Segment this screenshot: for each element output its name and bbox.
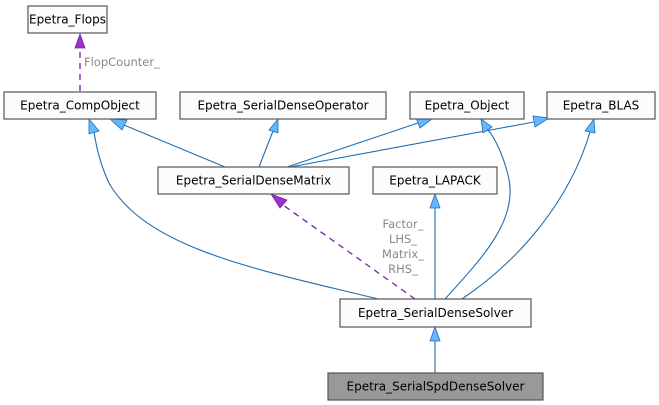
node-epetra-serialdensematrix[interactable]: Epetra_SerialDenseMatrix — [157, 166, 350, 195]
arrow-head-compobject-1 — [108, 118, 128, 131]
edge-sdm-sdo — [258, 130, 274, 168]
node-epetra-serialdensesolver[interactable]: Epetra_SerialDenseSolver — [339, 298, 532, 328]
arrow-head-lapack — [429, 192, 441, 209]
node-label: Epetra_SerialDenseMatrix — [176, 174, 331, 188]
edge-sdm-object — [286, 122, 419, 168]
node-epetra-blas[interactable]: Epetra_BLAS — [546, 91, 656, 120]
node-label: Epetra_Flops — [29, 13, 106, 27]
arrow-head-blas-2 — [584, 117, 596, 134]
node-label: Epetra_BLAS — [563, 99, 640, 113]
edge-label-rhs: RHS_ — [388, 262, 418, 276]
node-epetra-serialspddensesolver: Epetra_SerialSpdDenseSolver — [327, 372, 544, 401]
edge-label-factor: Factor_ — [383, 217, 424, 231]
edge-sdm-compobject — [123, 124, 226, 168]
arrow-head-sdo — [268, 117, 279, 134]
arrow-head-object-2 — [480, 118, 493, 134]
node-epetra-compobject[interactable]: Epetra_CompObject — [3, 91, 157, 120]
node-epetra-flops[interactable]: Epetra_Flops — [27, 5, 108, 34]
arrow-head-compobject-2 — [88, 117, 100, 135]
node-epetra-lapack[interactable]: Epetra_LAPACK — [372, 166, 498, 195]
edge-label-lhs: LHS_ — [389, 232, 417, 246]
edge-sds-sdm — [282, 204, 416, 300]
edge-sdm-blas — [289, 121, 535, 168]
node-label: Epetra_CompObject — [20, 99, 140, 113]
node-label: Epetra_SerialDenseOperator — [197, 99, 368, 113]
arrow-head-sdm — [270, 193, 288, 209]
node-label: Epetra_SerialDenseSolver — [358, 306, 513, 320]
node-label: Epetra_Object — [425, 99, 510, 113]
arrow-head-blas-1 — [532, 115, 551, 128]
edge-sds-object — [444, 129, 511, 300]
node-epetra-object[interactable]: Epetra_Object — [409, 91, 525, 120]
edge-sds-compobject — [93, 131, 379, 300]
edge-label-flopcounter: FlopCounter_ — [84, 55, 160, 69]
node-label: Epetra_SerialSpdDenseSolver — [347, 380, 525, 394]
arrow-head-flops — [74, 32, 86, 49]
node-epetra-serialdenseoperator[interactable]: Epetra_SerialDenseOperator — [179, 91, 387, 120]
edge-label-matrix: Matrix_ — [382, 247, 424, 261]
arrow-head-sds — [429, 325, 441, 342]
node-label: Epetra_LAPACK — [389, 174, 482, 188]
edge-sds-blas — [461, 131, 591, 300]
